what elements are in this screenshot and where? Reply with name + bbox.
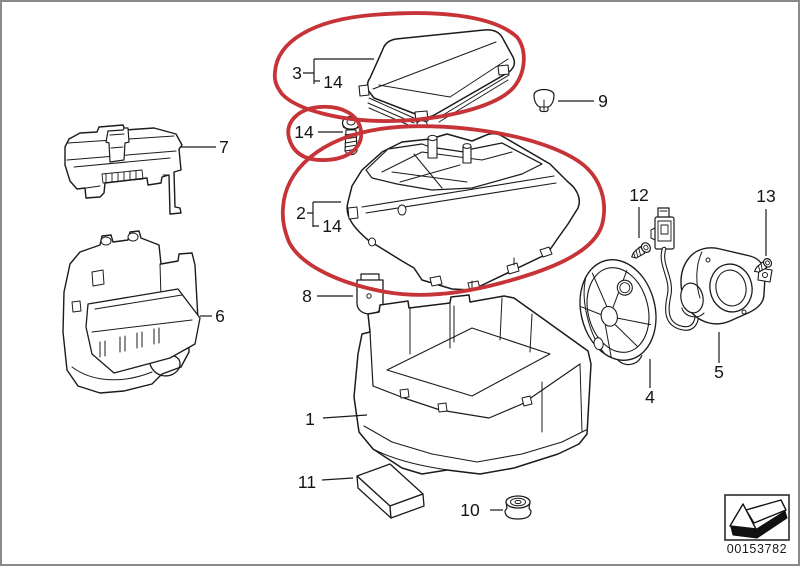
highlight-loops (272, 11, 606, 297)
callout-7-label[interactable]: 7 (219, 137, 229, 157)
part-5-socket-connector (650, 207, 773, 331)
diagram-stamp: 00153782 (724, 494, 790, 556)
part-10-grommet (504, 495, 532, 520)
part-9-plug (533, 88, 555, 113)
part-7-cover (64, 124, 183, 215)
callout-12-label[interactable]: 12 (629, 185, 648, 205)
callout-14-label-lid[interactable]: 14 (323, 72, 343, 92)
part-4-holder (579, 259, 657, 366)
callout-3-label[interactable]: 3 (292, 63, 302, 83)
part-11-foam-pad (356, 463, 425, 519)
highlight-loop-lid (272, 11, 526, 123)
part-13-screw (753, 258, 773, 273)
callout-2-label[interactable]: 2 (296, 203, 306, 223)
part-2-housing (346, 133, 580, 292)
callout-14-label-housing[interactable]: 14 (322, 216, 342, 236)
part-1-box (353, 294, 592, 475)
highlight-loop-housing (280, 124, 606, 297)
part-6-bracket (62, 230, 201, 394)
callout-11-label[interactable]: 11 (298, 472, 316, 492)
callout-13-label[interactable]: 13 (756, 186, 775, 206)
callout-6-label[interactable]: 6 (215, 306, 225, 326)
callout-1-label[interactable]: 1 (305, 409, 315, 429)
corner-arrow-icon (729, 499, 788, 539)
part-12-screw (631, 242, 651, 259)
callout-labels: 7 6 3 14 14 2 14 9 12 13 8 1 11 10 4 5 (215, 63, 776, 520)
callout-9-label[interactable]: 9 (598, 91, 608, 111)
callout-10-label[interactable]: 10 (460, 500, 480, 520)
callout-14-label-screw[interactable]: 14 (294, 122, 314, 142)
diagram-code: 00153782 (727, 542, 787, 556)
leader-lines (180, 58, 767, 511)
callout-4-label[interactable]: 4 (645, 387, 655, 407)
part-3-lid (358, 29, 516, 128)
callout-5-label[interactable]: 5 (714, 362, 724, 382)
callout-8-label[interactable]: 8 (302, 286, 312, 306)
